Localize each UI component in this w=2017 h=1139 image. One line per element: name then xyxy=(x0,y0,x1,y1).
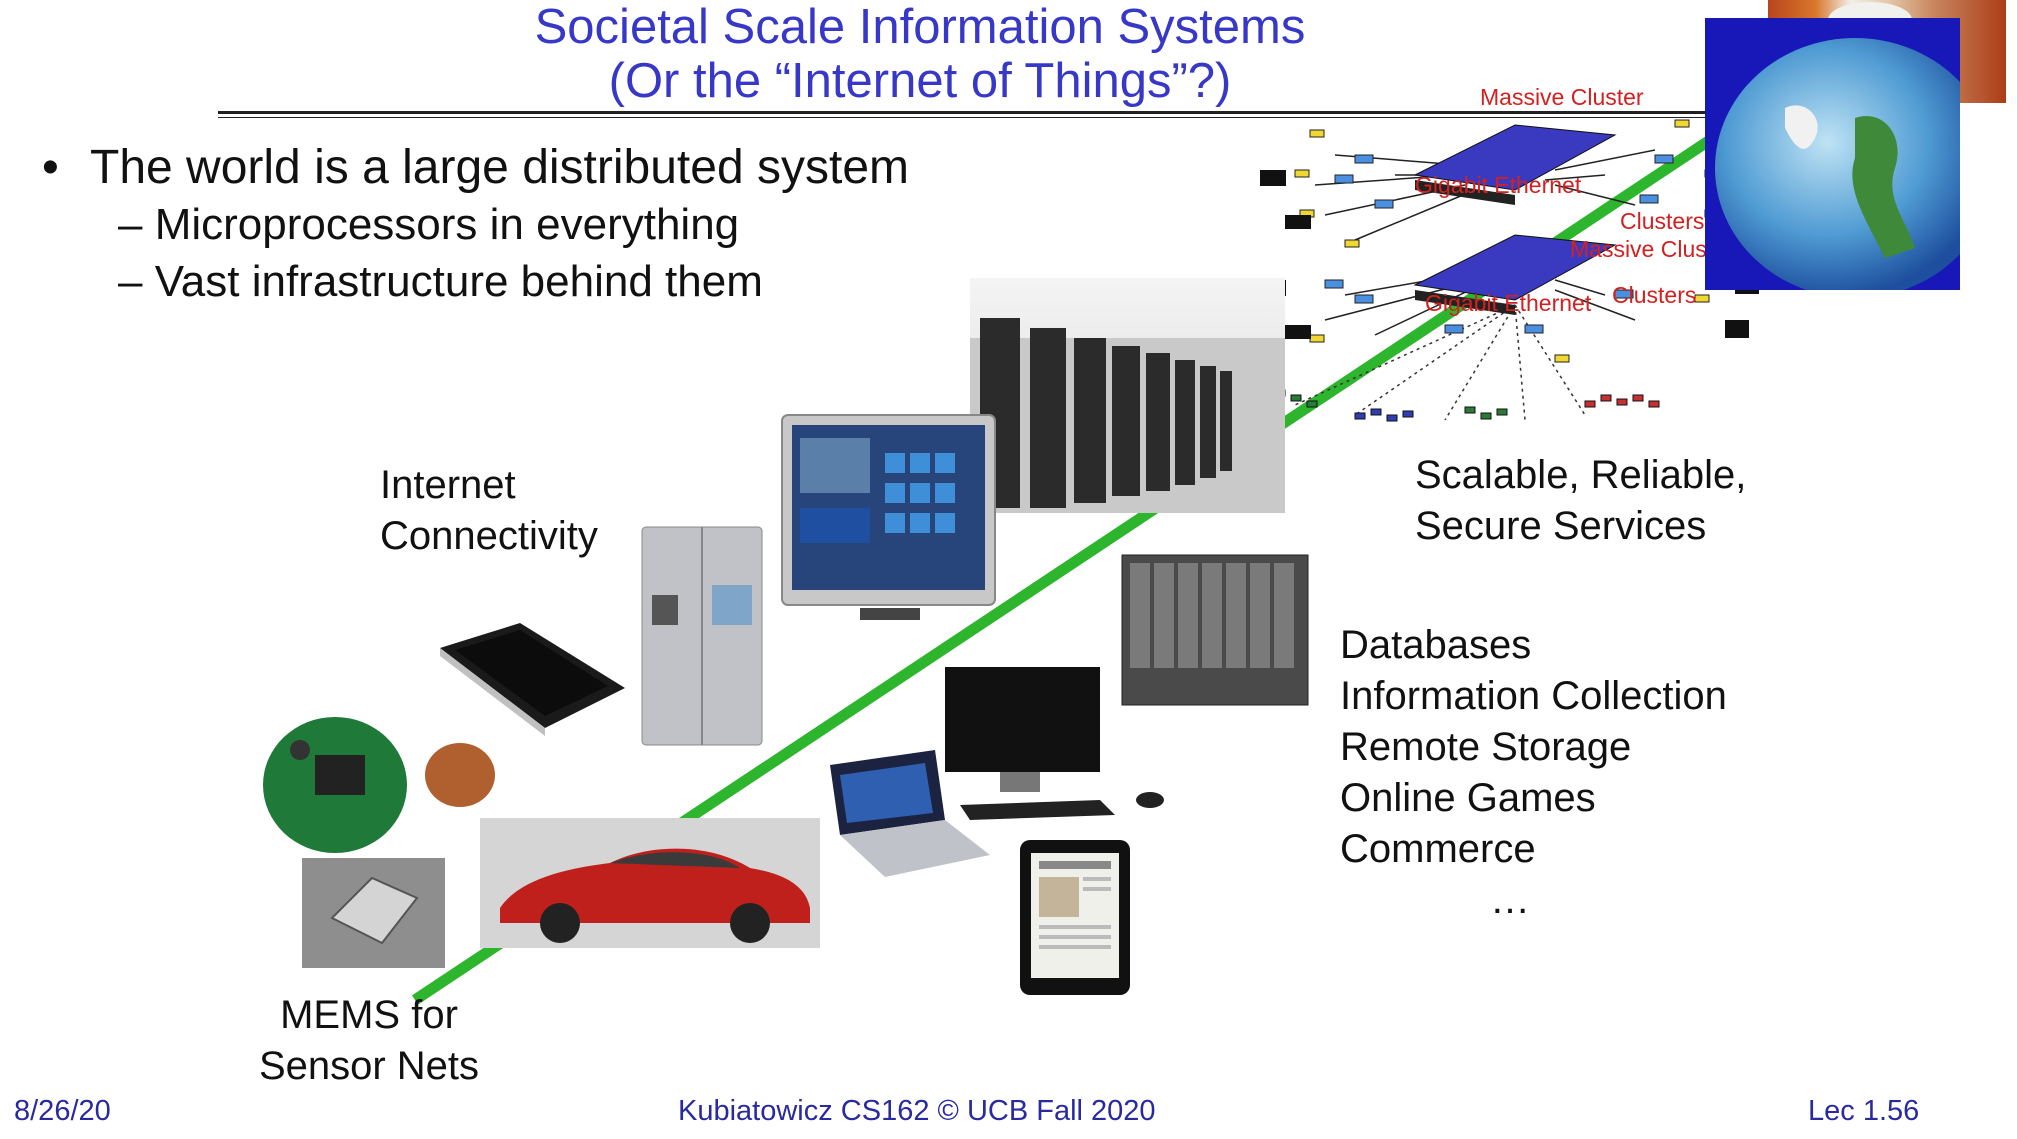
scalable-services-label: Scalable, Reliable, Secure Services xyxy=(1415,450,1746,552)
footer-date: 8/26/20 xyxy=(14,1095,111,1127)
cluster-label-massive: Massive Cluster xyxy=(1480,84,1644,110)
title-underline-thin xyxy=(218,117,1718,118)
desktop-pc-photo xyxy=(940,665,1170,820)
server-rack-bottom xyxy=(1413,234,1617,315)
smart-fridge-photo xyxy=(640,525,765,750)
footer-course: Kubiatowicz CS162 © UCB Fall 2020 xyxy=(678,1095,1156,1127)
service-commerce: Commerce xyxy=(1340,827,1536,871)
sub-bullet-1: – Microprocessors in everything xyxy=(118,200,740,249)
cluster-label-gigabit: Gigabit Ethernet xyxy=(1415,172,1582,198)
mems-label-line2: Sensor Nets xyxy=(258,1044,480,1088)
footer-lecture: Lec 1.56 xyxy=(1808,1095,1920,1127)
internet-label-line2: Connectivity xyxy=(380,514,598,558)
sub-bullet-2: – Vast infrastructure behind them xyxy=(118,257,763,306)
mems-label: MEMS for Sensor Nets xyxy=(254,990,484,1092)
internet-connectivity-label: Internet Connectivity xyxy=(380,460,598,562)
service-ellipsis: … xyxy=(1490,878,1530,922)
globe-image xyxy=(1705,18,1960,290)
tablet-photo xyxy=(1015,835,1135,1000)
mems-photo xyxy=(302,858,445,968)
cluster-label-clusters: Clusters xyxy=(1620,208,1705,234)
bullet-main-text: The world is a large distributed system xyxy=(90,141,909,194)
bullet-main: • The world is a large distributed system xyxy=(42,140,909,195)
sensor-board-photo xyxy=(255,710,505,860)
services-list: Databases Information Collection Remote … xyxy=(1340,620,1727,926)
datacenter-photo xyxy=(970,278,1285,513)
scalable-label-line2: Secure Services xyxy=(1415,504,1707,548)
laptop-photo xyxy=(825,745,995,880)
smart-tv-photo xyxy=(780,413,997,628)
smartphone-photo xyxy=(430,618,630,743)
service-online-games: Online Games xyxy=(1340,776,1596,820)
bullet-dot-icon: • xyxy=(42,141,59,194)
title-line-2: (Or the “Internet of Things”?) xyxy=(608,54,1232,108)
cluster-diagram xyxy=(1260,119,1764,422)
service-information-collection: Information Collection xyxy=(1340,674,1727,718)
cluster-label-clusters-2: Clusters xyxy=(1612,282,1697,308)
server-rack-top xyxy=(1413,124,1617,205)
service-databases: Databases xyxy=(1340,623,1532,667)
internet-label-line1: Internet xyxy=(380,463,516,507)
cluster-label-gigabit-2: Gigabit Ethernet xyxy=(1425,290,1592,316)
scalable-label-line1: Scalable, Reliable, xyxy=(1415,453,1747,497)
car-photo xyxy=(480,818,820,948)
mems-label-line1: MEMS for xyxy=(280,993,458,1037)
blade-server-photo xyxy=(1120,553,1310,708)
title-line-1: Societal Scale Information Systems xyxy=(534,0,1306,54)
service-remote-storage: Remote Storage xyxy=(1340,725,1632,769)
title-underline xyxy=(218,111,1718,114)
slide-title: Societal Scale Information Systems (Or t… xyxy=(200,0,1640,108)
